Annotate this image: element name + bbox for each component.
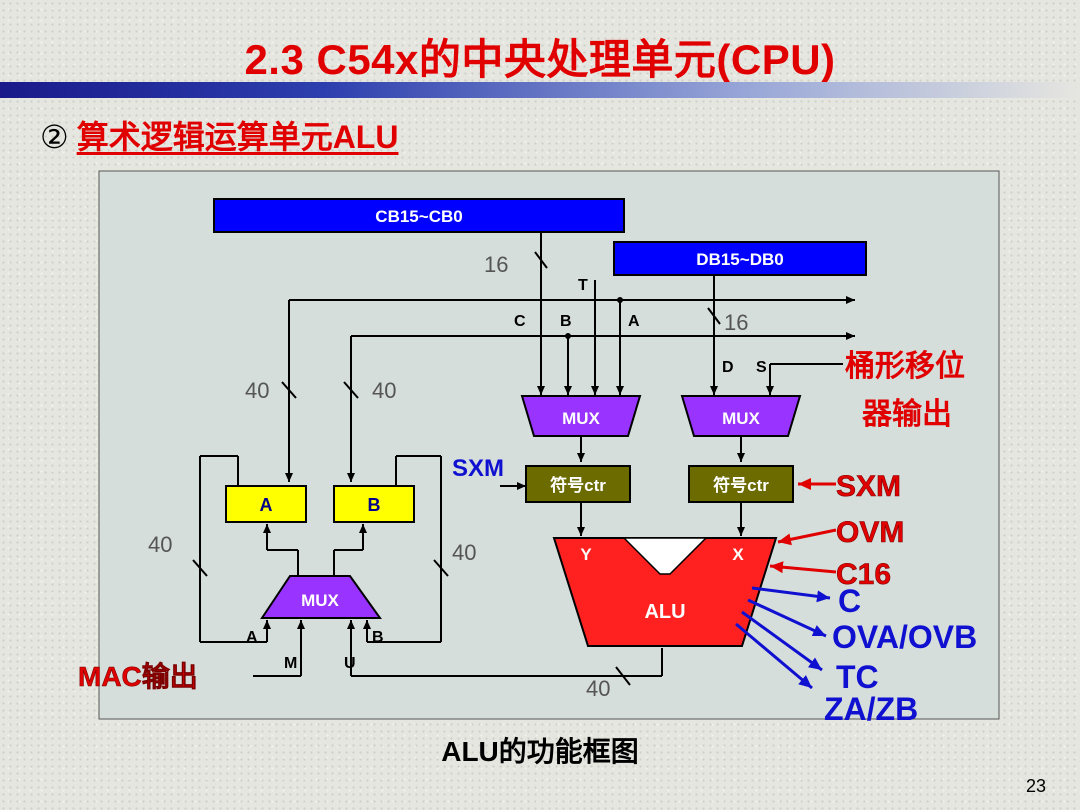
junction-dots xyxy=(565,297,623,339)
width-40-b: 40 xyxy=(372,378,396,403)
mux-left-label: MUX xyxy=(562,409,600,428)
width-16-db: 16 xyxy=(724,310,748,335)
sxm-input-label: SXM xyxy=(452,455,504,482)
mux-left: MUX xyxy=(520,395,642,437)
label-s: S xyxy=(756,359,767,376)
status-labels: C OVA/OVB TC ZA/ZB xyxy=(824,583,977,727)
zero-flag-label: ZA/ZB xyxy=(824,691,918,727)
ovm-control-label: OVM xyxy=(836,516,904,549)
accumulator-b: B xyxy=(333,485,415,523)
mux-right-label: MUX xyxy=(722,409,760,428)
sign-ctr-left: 符号ctr xyxy=(525,465,631,503)
subtitle-marker: ② xyxy=(40,119,69,155)
cb-bus-label: CB15~CB0 xyxy=(375,207,462,226)
mux-input-a: A xyxy=(246,629,258,646)
label-c: C xyxy=(514,313,526,330)
status-arrows xyxy=(735,586,831,690)
sign-ctr-right-label: 符号ctr xyxy=(713,475,769,495)
wires xyxy=(192,232,855,686)
cb-bus: CB15~CB0 xyxy=(213,198,625,233)
subtitle-text: 算术逻辑运算单元ALU xyxy=(76,119,399,155)
accumulator-a: A xyxy=(225,485,307,523)
control-labels: SXM OVM C16 xyxy=(836,470,905,592)
label-t: T xyxy=(578,277,588,294)
diagram-caption: ALU的功能框图 xyxy=(441,736,639,767)
alu-block: Y X ALU xyxy=(552,537,778,647)
alu-x-label: X xyxy=(732,545,744,564)
accumulator-a-label: A xyxy=(260,495,273,515)
width-40-loop-a: 40 xyxy=(148,532,172,557)
mux-bottom-inputs: A B M U xyxy=(246,629,384,672)
mux-bottom-label: MUX xyxy=(301,591,339,610)
label-d: D xyxy=(722,359,734,376)
slide-title: 2.3 C54x的中央处理单元(CPU) xyxy=(244,36,836,83)
width-40-loop-b: 40 xyxy=(452,540,476,565)
overflow-flag-label: OVA/OVB xyxy=(832,619,977,655)
label-b: B xyxy=(560,313,572,330)
title-bar xyxy=(0,82,1080,98)
test-control-flag-label: TC xyxy=(836,659,879,695)
db-bus-label: DB15~DB0 xyxy=(696,250,783,269)
accumulator-b-label: B xyxy=(368,495,381,515)
mac-output-label: MAC输出 xyxy=(78,660,198,692)
sign-ctr-left-label: 符号ctr xyxy=(550,475,606,495)
alu-y-label: Y xyxy=(580,545,592,564)
sign-ctr-right: 符号ctr xyxy=(688,465,794,503)
mux-input-b: B xyxy=(372,629,384,646)
mux-right: MUX xyxy=(680,395,802,437)
barrel-shifter-label-2: 器输出 xyxy=(861,398,952,431)
width-40-alu-out: 40 xyxy=(586,676,610,701)
label-a: A xyxy=(628,313,640,330)
page-number: 23 xyxy=(1025,776,1046,796)
db-bus: DB15~DB0 xyxy=(613,241,867,276)
barrel-shifter-label-1: 桶形移位 xyxy=(845,349,965,383)
mux-bottom: MUX xyxy=(260,575,382,619)
control-arrows xyxy=(769,478,837,574)
input-labels: T C B A D S xyxy=(514,277,767,376)
width-16-cb: 16 xyxy=(484,252,508,277)
mux-input-u: U xyxy=(344,655,356,672)
alu-label: ALU xyxy=(644,601,685,623)
mux-input-m: M xyxy=(284,655,297,672)
sxm-control-label: SXM xyxy=(836,470,901,503)
c16-control-label: C16 xyxy=(836,558,891,591)
carry-flag-label: C xyxy=(838,583,861,619)
width-40-a: 40 xyxy=(245,378,269,403)
bus-width-labels: 16 16 40 40 40 40 40 xyxy=(148,252,748,701)
